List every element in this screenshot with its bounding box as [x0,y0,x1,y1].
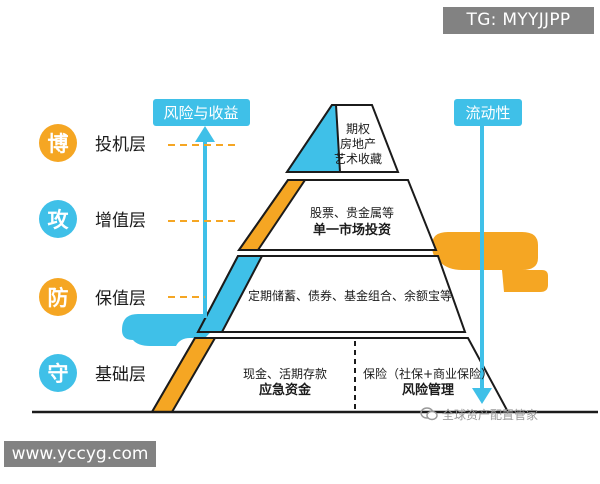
base-left-line-1: 现金、活期存款 [243,366,327,381]
liquidity-label: 流动性 [465,104,510,122]
level-badge [39,354,77,392]
level-badge [39,124,77,162]
wechat-credit: 全球资产配置管家 [420,404,538,424]
wechat-icon [420,407,438,421]
level-basic: 守 基础层 [39,354,146,392]
level-char: 攻 [48,208,70,232]
pyramid-second-orange [237,179,307,251]
base-right-line-2: 风险管理 [402,382,454,398]
top-line-3: 艺术收藏 [334,152,382,166]
liquidity-label-box [454,99,522,126]
level-char: 守 [48,362,69,386]
wechat-name: 全球资产配置管家 [442,407,539,422]
base-left-line-2: 应急资金 [259,382,312,398]
level-label: 增值层 [95,211,146,231]
level-label: 基础层 [95,365,146,385]
level-speculation: 博 投机层 [39,124,146,162]
base-right-line-1: 保险（社保+商业保险） [363,366,493,381]
level-badge [39,200,77,238]
third-line: 定期储蓄、债券、基金组合、余额宝等 [248,288,452,303]
pyramid-third-blue [196,255,264,333]
liquidity-arrow-head [472,388,492,404]
top-line-2: 房地产 [340,136,376,151]
risk-label-box [153,99,250,126]
level-char: 防 [48,286,69,310]
orange-cloud-stub [502,270,548,292]
watermark-bottom: www.yccyg.com [4,441,156,467]
orange-cloud-right [432,232,538,270]
level-badge [39,278,77,316]
second-line-1: 股票、贵金属等 [310,205,394,220]
risk-arrow-head [195,126,215,142]
level-growth: 攻 增值层 [39,200,146,238]
level-label: 投机层 [95,135,146,155]
second-line-2: 单一市场投资 [313,222,391,238]
level-preserve: 防 保值层 [39,278,146,316]
level-char: 博 [48,132,69,156]
watermark-top: TG: MYYJJPP [443,7,594,34]
pyramid-top-blue [285,104,342,173]
level-label: 保值层 [95,289,146,309]
top-line-1: 期权 [346,122,370,136]
risk-label: 风险与收益 [163,104,238,122]
